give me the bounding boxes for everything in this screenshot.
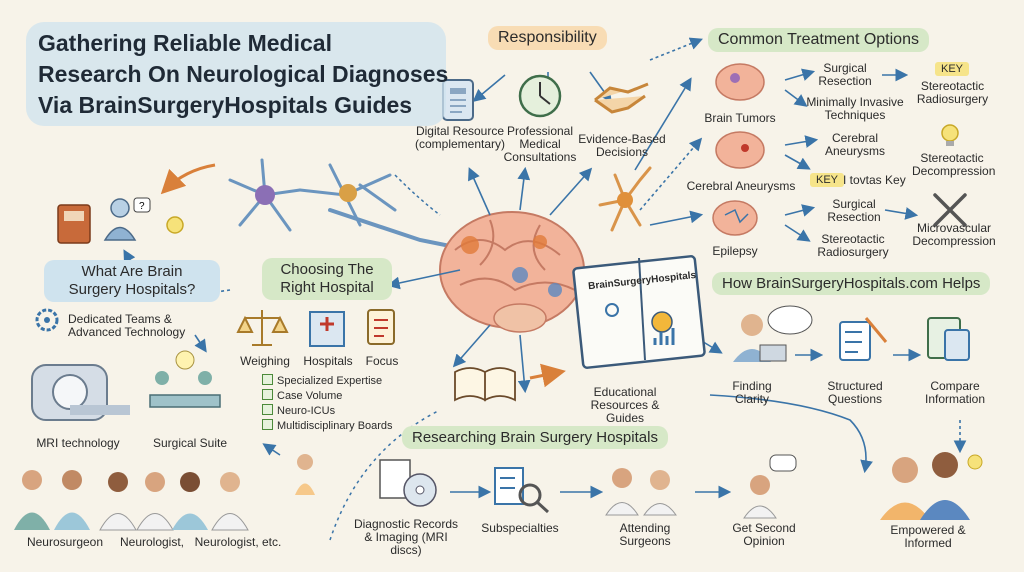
checkbox-icon	[262, 419, 273, 430]
treatment-option: Cerebral Aneurysms	[824, 131, 886, 159]
connector-arrows	[123, 37, 967, 499]
treatment-heading: Common Treatment Options	[708, 28, 929, 52]
mri-disc-icon	[379, 459, 437, 507]
clock-icon	[518, 74, 562, 118]
scales-icon	[236, 310, 289, 346]
mri-scanner-icon	[31, 364, 130, 421]
research-step: Attending Surgeons	[619, 521, 671, 549]
guide-caption: Educational Resources & Guides	[590, 385, 660, 426]
magnifier-checklist-icon	[494, 467, 550, 514]
researching-heading: Researching Brain Surgery Hospitals	[402, 426, 668, 449]
second-opinion-icon	[743, 454, 797, 519]
research-step: Subspecialties	[481, 521, 559, 535]
staff-group-icon	[14, 470, 249, 531]
choosing-icon-label: Focus	[365, 354, 399, 368]
checkbox-icon	[262, 389, 273, 400]
staff-label: Neurologist, etc.	[194, 535, 282, 549]
responsibility-item: Professional Medical Consultations	[503, 124, 577, 165]
handshake-icon	[594, 82, 649, 114]
helps-result: Empowered & Informed	[890, 523, 966, 551]
criteria-item: Neuro-ICUs	[262, 403, 393, 418]
treatment-option: Surgical Resection	[827, 197, 881, 225]
criteria-checklist: Specialized Expertise Case Volume Neuro-…	[262, 373, 393, 433]
helps-step: Finding Clarity	[732, 379, 772, 407]
criteria-item: Specialized Expertise	[262, 373, 393, 388]
person-laptop-icon	[733, 305, 813, 362]
title-highlight	[26, 22, 446, 126]
neuron-body-icon	[255, 185, 275, 205]
person-question-icon: ?	[103, 197, 151, 241]
staff-label: Neurologist,	[119, 535, 185, 549]
neuron-body-icon	[339, 184, 357, 202]
brain-tumor-icon	[715, 63, 765, 101]
patient-pointing-icon	[295, 454, 315, 495]
condition-label: Cerebral Aneurysms	[686, 179, 796, 193]
research-step: Get Second Opinion	[732, 521, 796, 549]
lightbulb-icon	[941, 124, 959, 146]
book-icon	[57, 204, 91, 244]
responsibility-heading: Responsibility	[488, 26, 607, 50]
helps-heading: How BrainSurgeryHospitals.com Helps	[712, 272, 991, 295]
title-line-3: Via BrainSurgeryHospitals Guides	[38, 92, 413, 118]
research-step: Diagnostic Records & Imaging (MRI discs)	[353, 517, 459, 558]
treatment-result: Stereotactic Radiosurgery	[916, 79, 989, 107]
treatment-result: Stereotactic Decompression	[912, 151, 996, 179]
title-line-1: Gathering Reliable Medical	[38, 30, 332, 56]
staff-label: Neurosurgeon	[26, 535, 104, 549]
surgical-suite-icon	[149, 350, 221, 408]
feature-label: Dedicated Teams & Advanced Technology	[68, 312, 186, 340]
helps-step: Compare Information	[924, 379, 986, 407]
condition-label: Epilepsy	[712, 244, 758, 258]
what-are-heading: What Are Brain Surgery Hospitals?	[44, 260, 220, 302]
key-badge: KEY	[810, 173, 845, 187]
brain-icon	[439, 211, 585, 333]
checklist-pencil-icon	[839, 317, 888, 361]
key-note: I tovtas Key	[843, 173, 906, 187]
hospital-building-icon	[309, 311, 345, 347]
treatment-option: Minimally Invasive Techniques	[806, 95, 904, 123]
brain-aneurysm-icon	[715, 131, 765, 169]
lightbulb-icon	[166, 216, 184, 234]
choosing-icon-label: Weighing	[240, 354, 290, 368]
surgeons-icon	[605, 468, 677, 516]
choosing-heading: Choosing The Right Hospital	[262, 258, 392, 300]
choosing-icon-label: Hospitals	[303, 354, 353, 368]
checkbox-icon	[262, 374, 273, 385]
criteria-item: Case Volume	[262, 388, 393, 403]
tools-icon	[933, 193, 967, 227]
gears-icon	[35, 308, 59, 332]
key-badge: KEY	[935, 62, 970, 76]
surgical-suite-label: Surgical Suite	[152, 436, 228, 450]
criteria-item: Multidisciplinary Boards	[262, 418, 393, 433]
treatment-result: Microvascular Decompression	[912, 221, 996, 249]
condition-label: Brain Tumors	[704, 111, 776, 125]
mri-label: MRI technology	[36, 436, 120, 450]
neuron-network-icon	[228, 158, 472, 252]
page-title: Gathering Reliable Medical Research On N…	[26, 22, 449, 126]
responsibility-item: Evidence-Based Decisions	[578, 132, 666, 160]
open-book-icon	[454, 367, 516, 402]
compare-documents-icon	[927, 317, 970, 361]
treatment-option: Surgical Resection	[818, 61, 872, 89]
svg-text:?: ?	[139, 201, 145, 212]
empowered-people-icon	[880, 452, 983, 520]
title-line-2: Research On Neurological Diagnoses	[38, 61, 449, 87]
responsibility-item: Digital Resource (complementary)	[414, 124, 506, 152]
helps-step: Structured Questions	[827, 379, 883, 407]
guide-book-icon	[572, 255, 706, 369]
clipboard-icon	[367, 309, 395, 345]
brain-epilepsy-icon	[712, 200, 758, 236]
checkbox-icon	[262, 404, 273, 415]
treatment-option: Stereotactic Radiosurgery	[817, 232, 889, 260]
